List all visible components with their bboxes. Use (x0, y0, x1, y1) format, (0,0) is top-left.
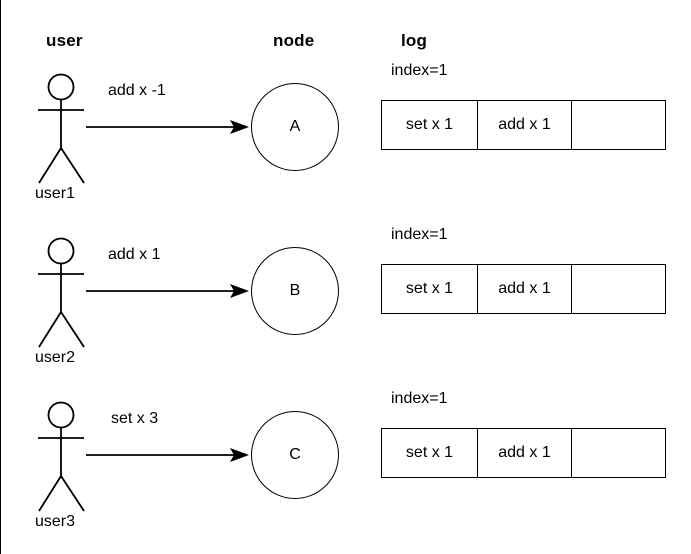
log-index-label: index=1 (391, 62, 448, 79)
edge-label: set x 3 (111, 410, 159, 427)
node-circle: A (251, 83, 339, 171)
log-table: set x 1 add x 1 (381, 264, 666, 314)
arrow-icon (86, 448, 249, 462)
log-cell: set x 1 (382, 265, 478, 313)
column-header-node: node (273, 31, 315, 50)
log-index-label: index=1 (391, 390, 448, 407)
edge-label: add x -1 (108, 82, 166, 99)
log-cell-empty (572, 429, 665, 477)
diagram-row: user2 add x 1 B index=1 set x 1 add x 1 (1, 226, 691, 404)
node-label: C (289, 446, 301, 463)
node-circle: B (251, 247, 339, 335)
actor-label: user3 (35, 513, 76, 530)
node-label: B (289, 282, 301, 299)
stick-figure-icon (38, 73, 85, 184)
log-index-label: index=1 (391, 226, 448, 243)
arrow-icon (86, 120, 249, 134)
message-arrow (86, 279, 251, 308)
log-table: set x 1 add x 1 (381, 100, 666, 150)
log-table: set x 1 add x 1 (381, 428, 666, 478)
stick-figure-icon (38, 401, 85, 512)
log-cell: add x 1 (478, 429, 572, 477)
actor-label: user2 (35, 349, 76, 366)
diagram-row: user3 set x 3 C index=1 set x 1 add x 1 (1, 390, 691, 554)
message-arrow (86, 443, 251, 472)
diagram-row: user1 add x -1 A index=1 set x 1 add x 1 (1, 62, 691, 240)
log-cell: add x 1 (478, 101, 572, 149)
node-label: A (289, 118, 301, 135)
actor-label: user1 (35, 185, 76, 202)
log-cell: set x 1 (382, 429, 478, 477)
actor-stick-figure (31, 70, 91, 185)
column-header-user: user (46, 31, 83, 50)
actor-stick-figure (31, 398, 91, 513)
message-arrow (86, 115, 251, 144)
node-circle: C (251, 411, 339, 499)
column-header-log: log (401, 31, 428, 50)
log-cell-empty (572, 265, 665, 313)
log-cell: add x 1 (478, 265, 572, 313)
stick-figure-icon (38, 237, 85, 348)
arrow-icon (86, 284, 249, 298)
log-cell-empty (572, 101, 665, 149)
actor-stick-figure (31, 234, 91, 349)
log-cell: set x 1 (382, 101, 478, 149)
edge-label: add x 1 (108, 246, 161, 263)
